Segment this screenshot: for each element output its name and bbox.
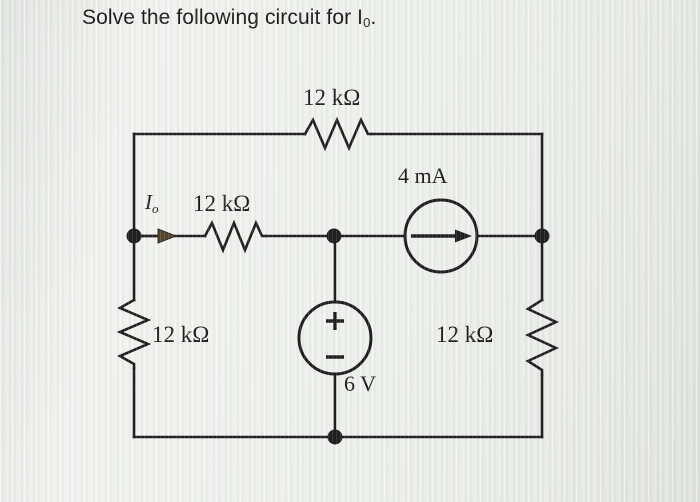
junction-dots <box>126 228 550 445</box>
left-resistor-label: 12 kΩ <box>152 322 210 347</box>
page-title-text: Solve the following circuit for I <box>82 6 364 29</box>
voltage-source-symbol <box>297 300 373 376</box>
middle-resistor-symbol <box>203 219 267 254</box>
top-resistor-label: 12 kΩ <box>303 85 361 110</box>
current-source-symbol <box>403 198 479 274</box>
node-dot-bottom <box>327 429 343 445</box>
current-variable-symbol: I <box>145 190 152 214</box>
voltage-source-polarity <box>326 312 344 359</box>
top-resistor-symbol <box>303 116 374 152</box>
current-variable-label: Io <box>145 190 159 217</box>
page-title: Solve the following circuit for I0. <box>82 6 376 30</box>
left-resistor-symbol <box>116 298 152 370</box>
current-source-label: 4 mA <box>398 163 448 188</box>
node-dot-center <box>326 228 342 244</box>
page-title-subscript: 0 <box>363 15 371 30</box>
voltage-source-label: 6 V <box>344 371 376 396</box>
current-source-arrow <box>411 229 472 243</box>
node-dot-right <box>534 228 550 244</box>
right-resistor-symbol <box>524 298 560 377</box>
right-resistor-label: 12 kΩ <box>436 322 494 347</box>
current-variable-subscript: o <box>152 201 159 216</box>
node-dot-left <box>126 228 142 244</box>
page-title-period: . <box>370 6 377 29</box>
io-current-arrow <box>141 228 178 244</box>
middle-resistor-label: 12 kΩ <box>193 191 251 216</box>
